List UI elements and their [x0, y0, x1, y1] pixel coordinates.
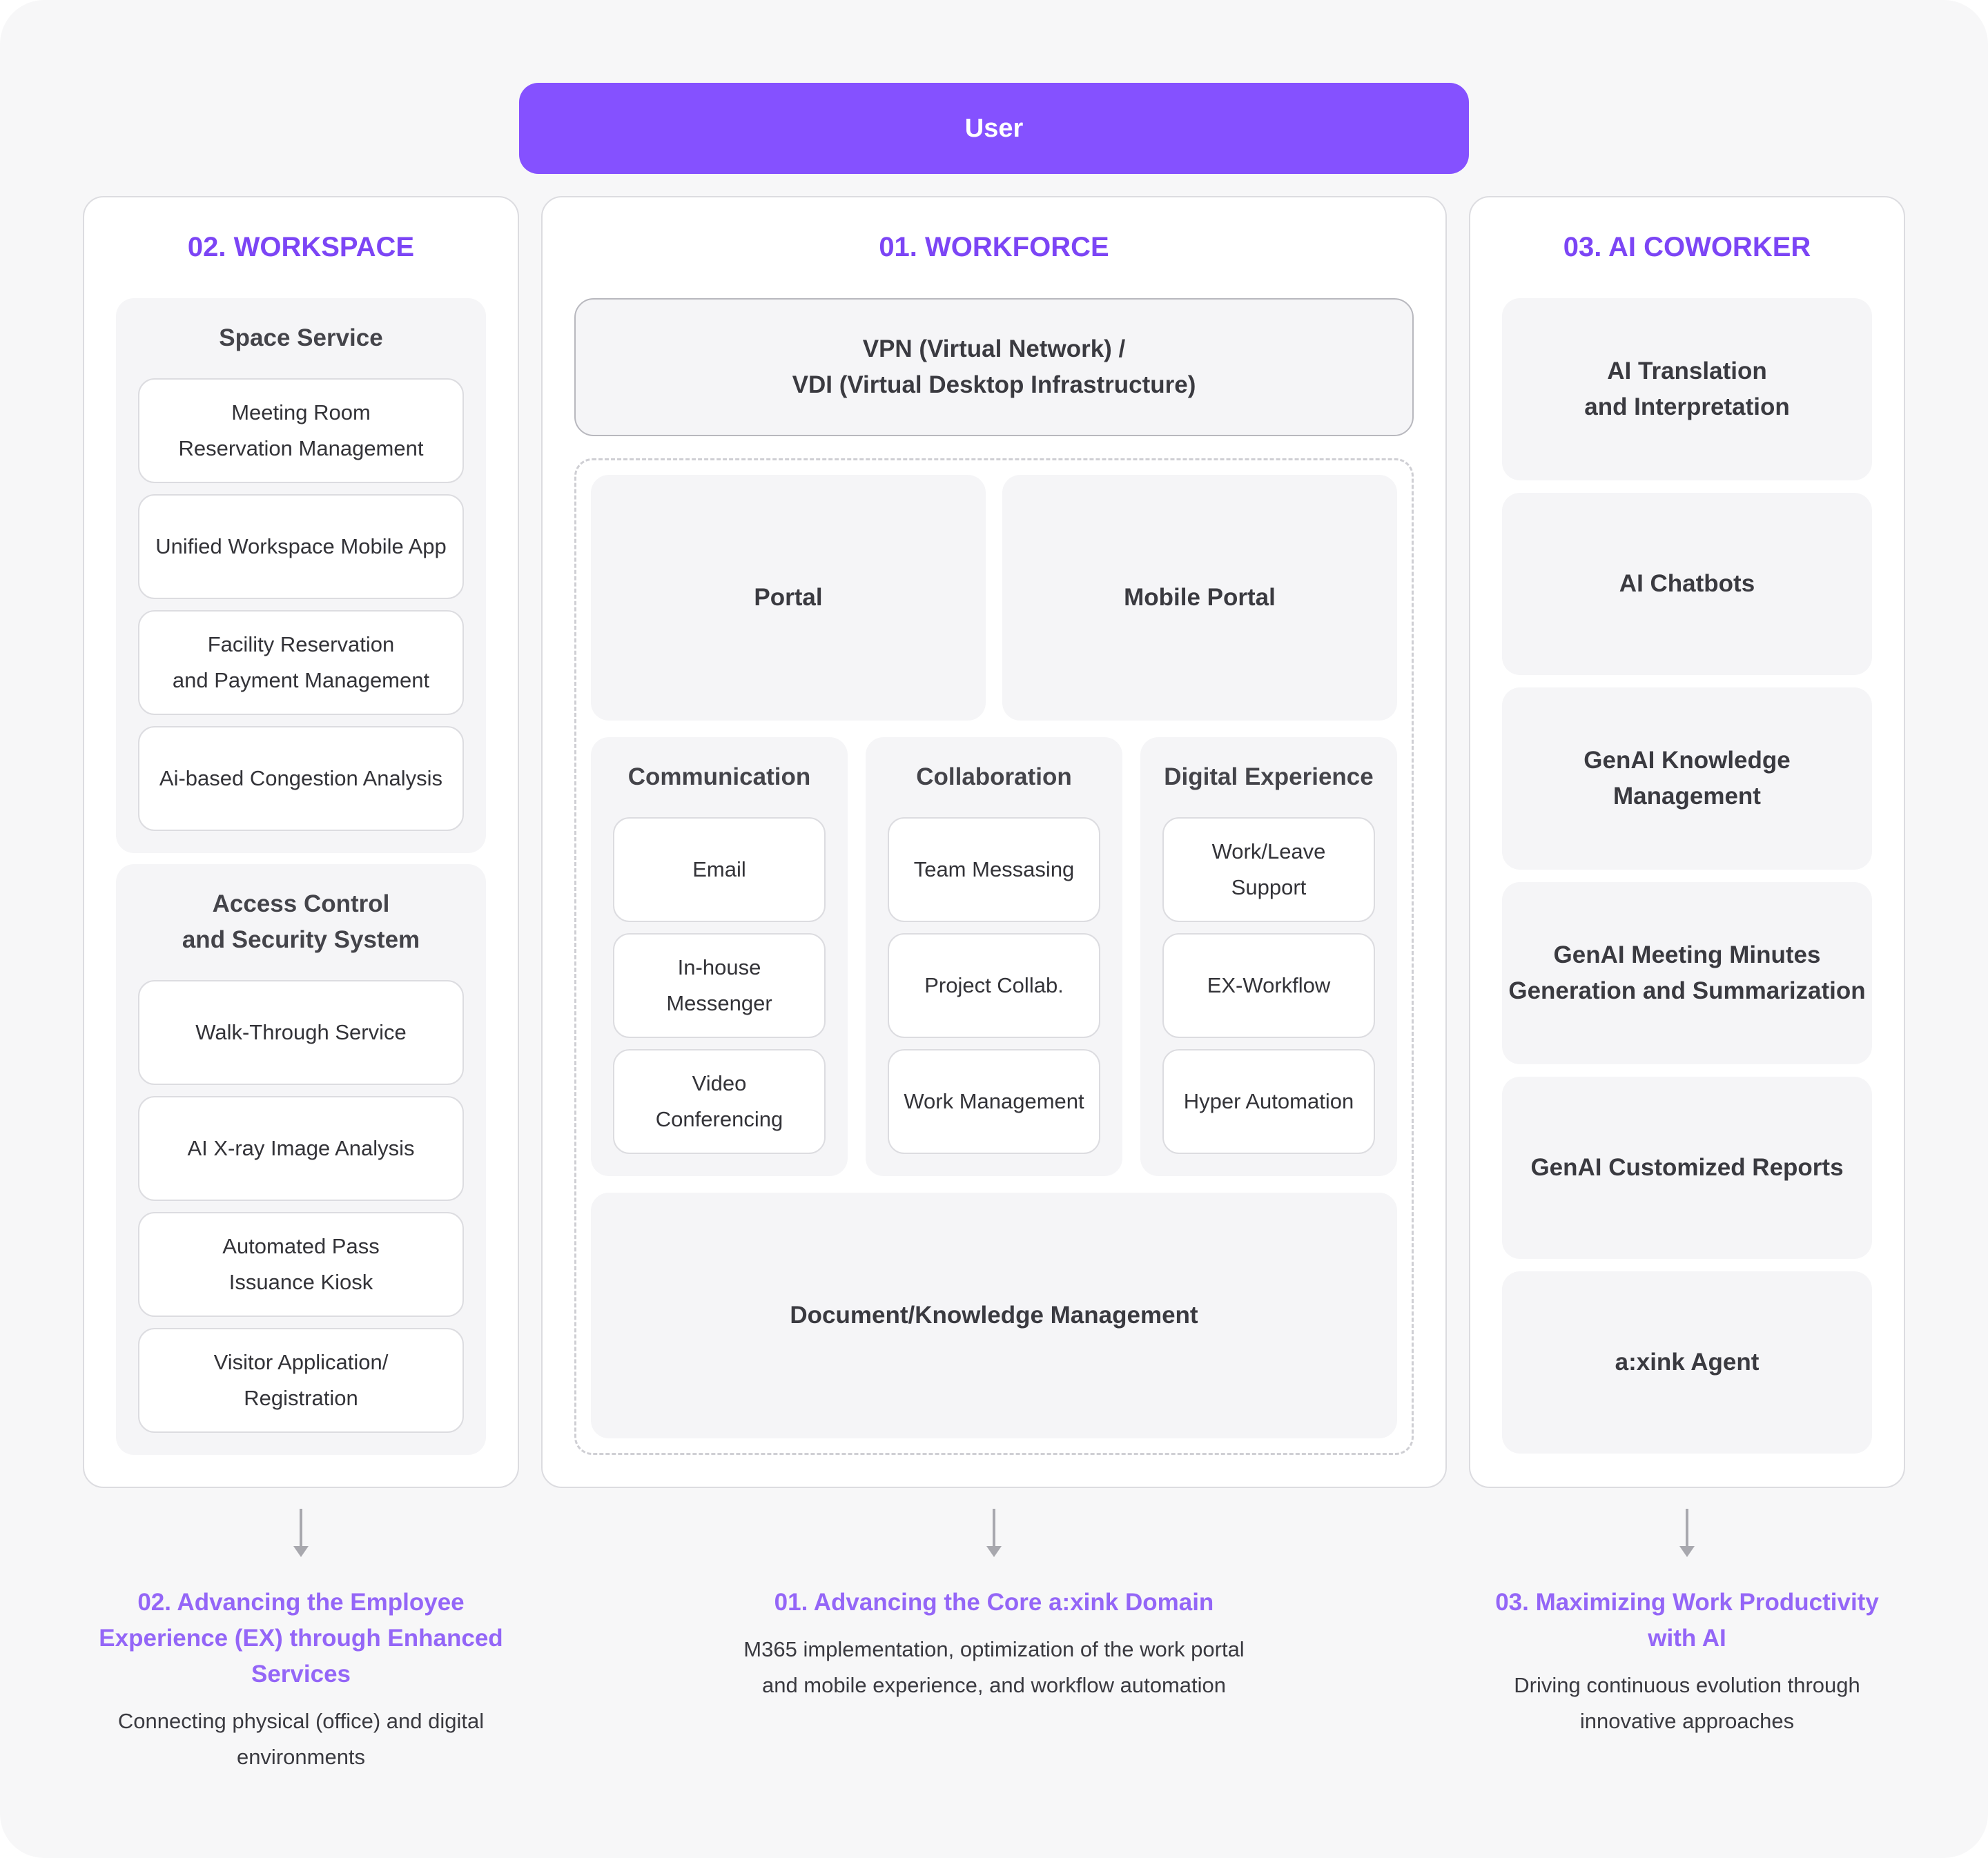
workspace-item: Visitor Application/ Registration — [138, 1328, 464, 1433]
down-arrow-icon — [986, 1509, 1002, 1557]
workspace-item: Ai-based Congestion Analysis — [138, 726, 464, 831]
workspace-item: Unified Workspace Mobile App — [138, 494, 464, 599]
workspace-outcome-desc: Connecting physical (office) and digital… — [117, 1709, 485, 1769]
workspace-item: Automated Pass Issuance Kiosk — [138, 1212, 464, 1317]
workforce-outcome-title: 01. Advancing the Core a:xink Domain — [774, 1589, 1214, 1616]
down-arrow-icon — [293, 1509, 309, 1557]
ai-coworker-item: GenAI Meeting Minutes Generation and Sum… — [1502, 882, 1872, 1064]
communication-item: Email — [613, 817, 826, 922]
digital-experience-item: EX-Workflow — [1162, 933, 1375, 1038]
digital-experience-item: Work/Leave Support — [1162, 817, 1375, 922]
collaboration-title: Collaboration — [916, 763, 1072, 790]
ai-coworker-outcome-desc: Driving continuous evolution through inn… — [1514, 1673, 1860, 1733]
communication-title: Communication — [627, 763, 811, 790]
workspace-item: Walk-Through Service — [138, 980, 464, 1085]
digital-experience-title: Digital Experience — [1164, 763, 1374, 790]
mobile-portal-box: Mobile Portal — [1002, 475, 1397, 721]
ai-coworker-item: GenAI Knowledge Management — [1502, 687, 1872, 870]
user-bar: User — [519, 83, 1469, 174]
document-knowledge-box: Document/Knowledge Management — [591, 1193, 1397, 1438]
space-service-title: Space Service — [219, 324, 383, 351]
workforce-services-frame — [574, 458, 1414, 1455]
workforce-outcome-desc: M365 implementation, optimization of the… — [743, 1637, 1245, 1697]
workspace-item: AI X-ray Image Analysis — [138, 1096, 464, 1201]
down-arrow-icon — [1679, 1509, 1695, 1557]
workforce-heading: 01. WORKFORCE — [879, 232, 1109, 262]
ai-coworker-heading: 03. AI COWORKER — [1563, 232, 1811, 262]
ai-coworker-item: AI Translation and Interpretation — [1502, 298, 1872, 480]
ai-coworker-item: GenAI Customized Reports — [1502, 1077, 1872, 1259]
communication-item: Video Conferencing — [613, 1049, 826, 1154]
digital-experience-item: Hyper Automation — [1162, 1049, 1375, 1154]
portal-box: Portal — [591, 475, 986, 721]
ai-coworker-item: a:xink Agent — [1502, 1271, 1872, 1454]
collaboration-item: Team Messasing — [888, 817, 1100, 922]
user-label: User — [964, 113, 1024, 143]
access-control-title: Access Control and Security System — [182, 890, 420, 953]
workspace-item: Meeting Room Reservation Management — [138, 378, 464, 483]
workspace-item: Facility Reservation and Payment Managem… — [138, 610, 464, 715]
collaboration-item: Project Collab. — [888, 933, 1100, 1038]
collaboration-item: Work Management — [888, 1049, 1100, 1154]
workspace-heading: 02. WORKSPACE — [187, 232, 415, 262]
ai-coworker-item: AI Chatbots — [1502, 493, 1872, 675]
vpn-box: VPN (Virtual Network) / VDI (Virtual Des… — [574, 298, 1414, 436]
workspace-outcome-title: 02. Advancing the Employee Experience (E… — [99, 1589, 503, 1688]
communication-item: In-house Messenger — [613, 933, 826, 1038]
ai-coworker-outcome-title: 03. Maximizing Work Productivity with AI — [1495, 1589, 1879, 1652]
